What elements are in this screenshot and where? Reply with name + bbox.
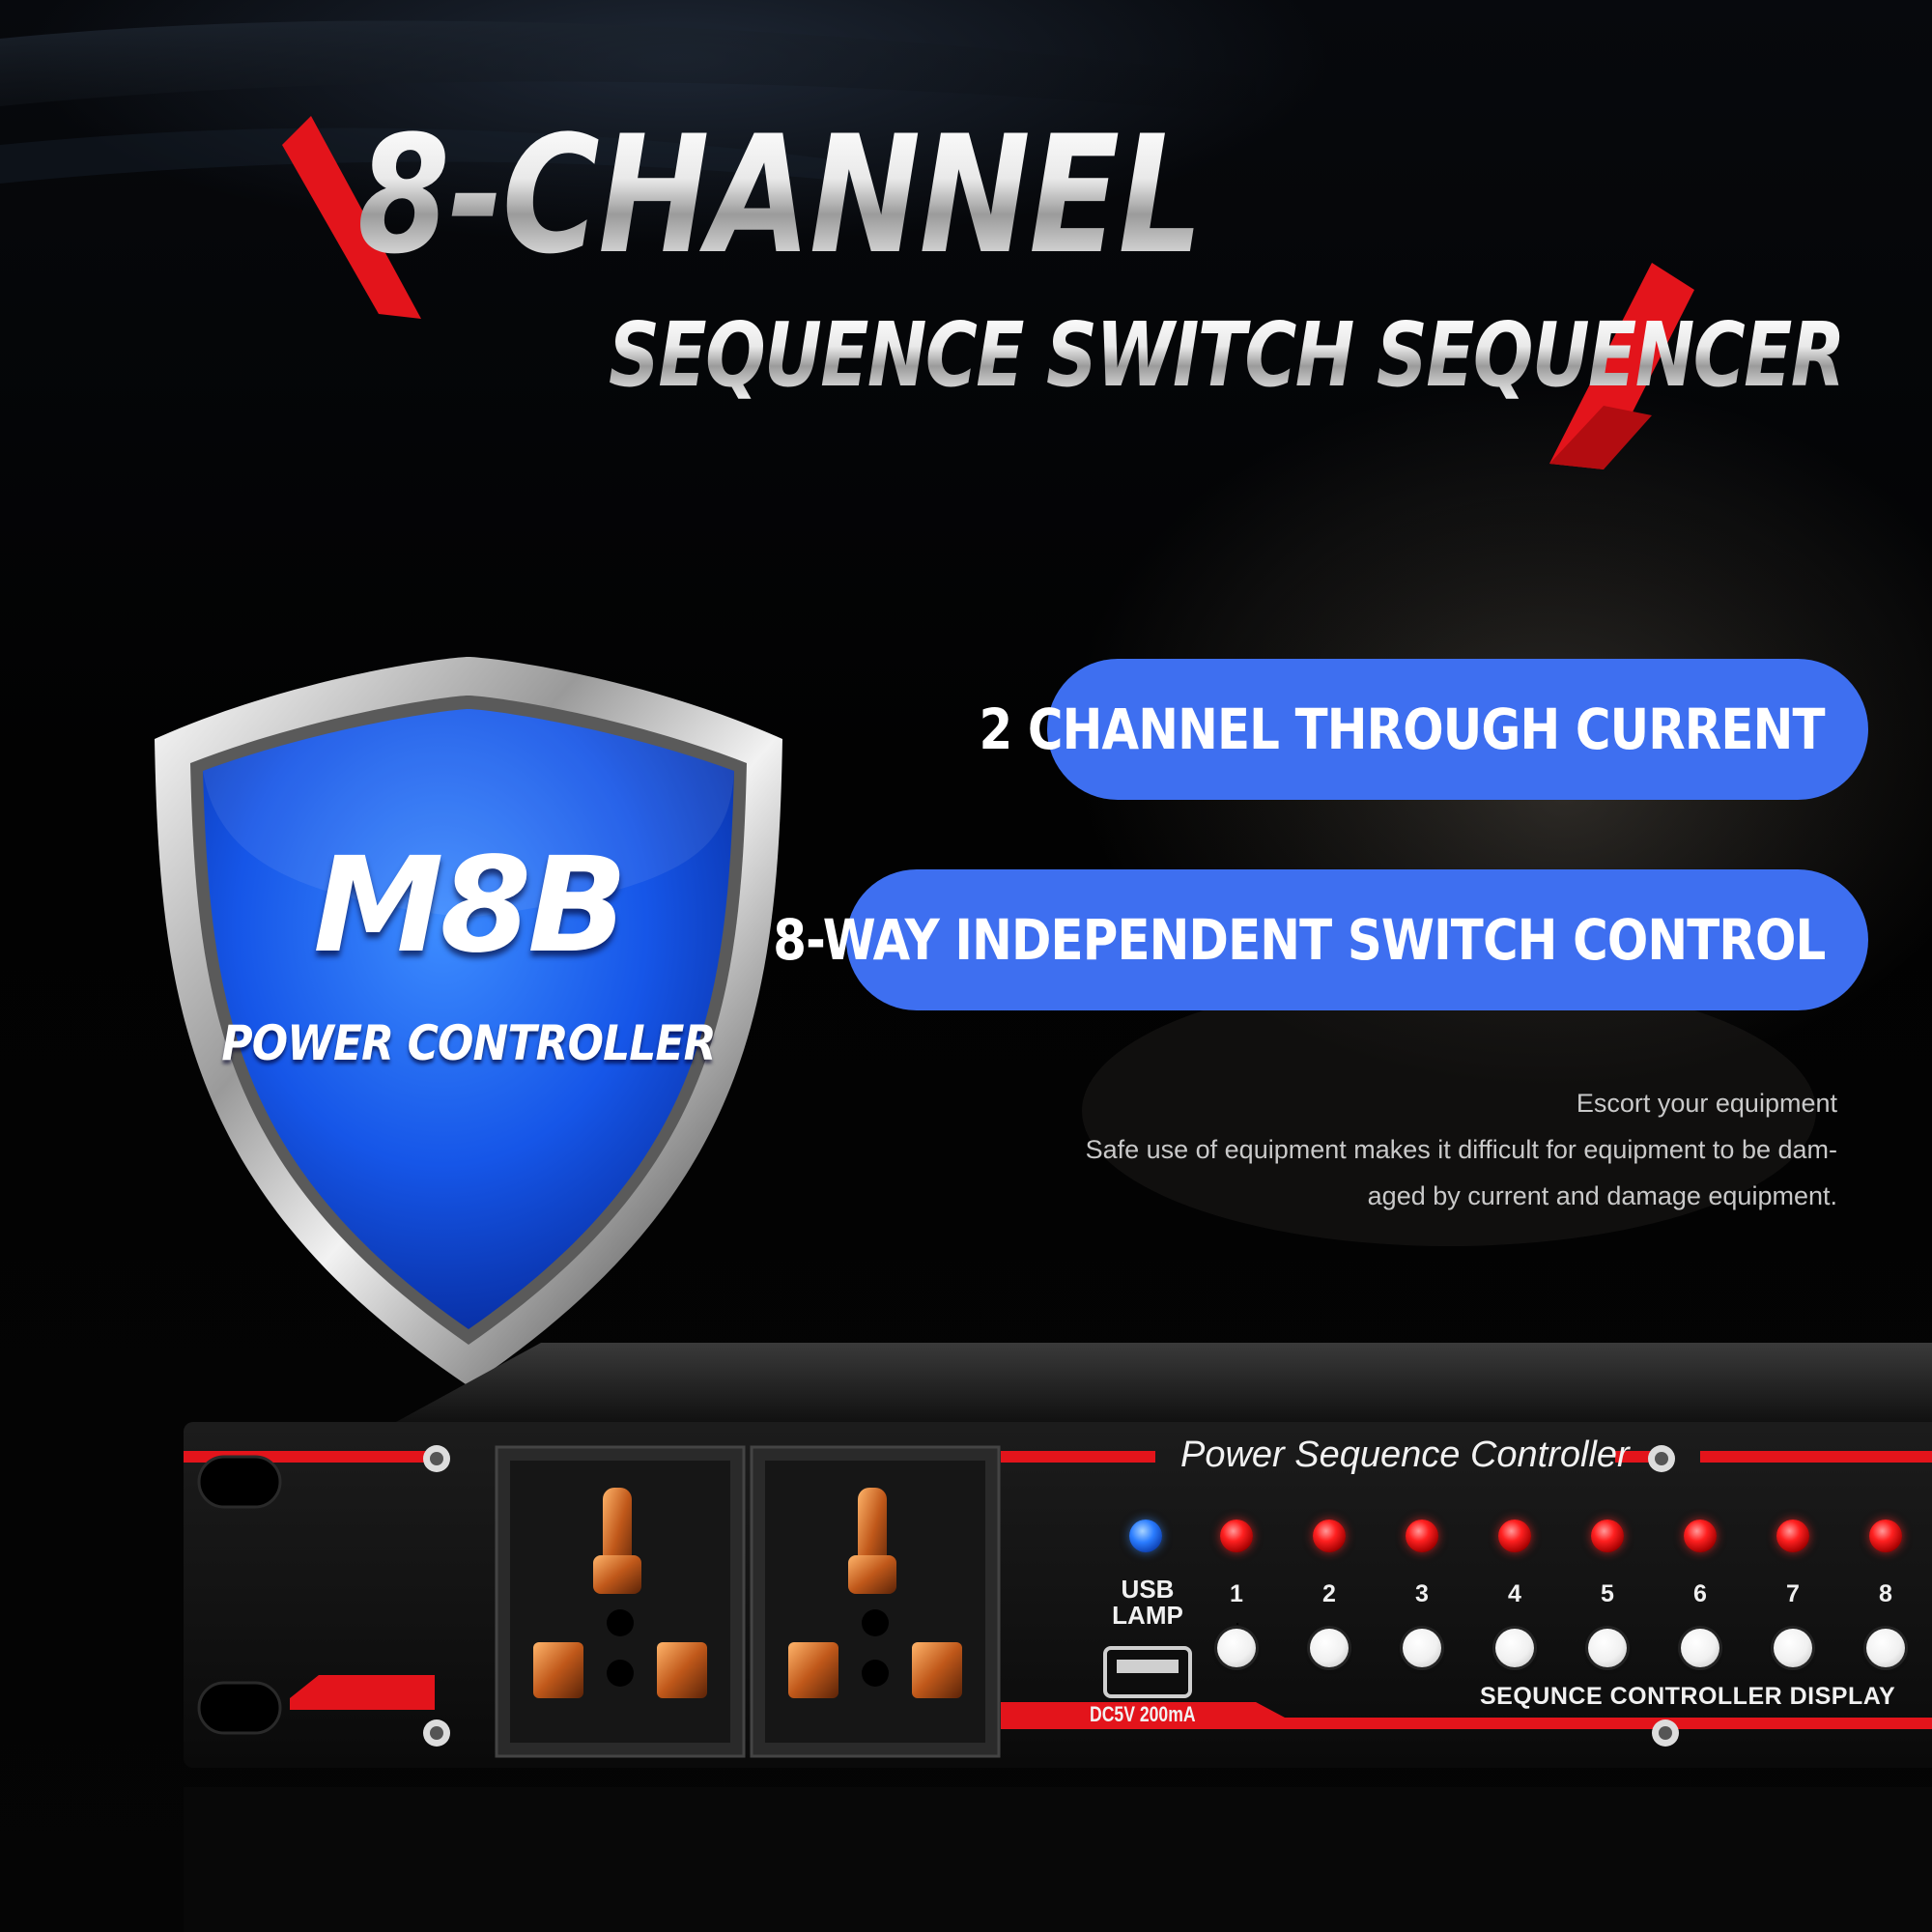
channel-8-label: 8: [1879, 1580, 1892, 1607]
badge-caption: POWER CONTROLLER: [221, 1015, 716, 1071]
usb-label-line: USB: [1121, 1575, 1175, 1604]
usb-rating: DC5V 200mA: [1090, 1702, 1196, 1726]
channel-5-label: 5: [1601, 1580, 1614, 1607]
feature-pill-switch-control: 8-WAY INDEPENDENT SWITCH CONTROL: [773, 869, 1868, 1010]
universal-outlet-icon: [495, 1445, 746, 1758]
feature-label: 2 CHANNEL THROUGH CURRENT: [979, 696, 1826, 762]
channel-6-led-icon: [1684, 1520, 1717, 1552]
description-line: Escort your equipment: [1576, 1089, 1837, 1118]
usb-lamp-label: USB LAMP: [1109, 1577, 1186, 1629]
channel-4-led-icon: [1498, 1520, 1531, 1552]
description-text: Escort your equipment Safe use of equipm…: [968, 1080, 1837, 1219]
shield-badge-icon: [155, 657, 782, 1386]
channel-2-button[interactable]: [1310, 1629, 1349, 1667]
channel-7-led-icon: [1776, 1520, 1809, 1552]
channel-7-button[interactable]: [1774, 1629, 1812, 1667]
usb-label-line: LAMP: [1112, 1601, 1183, 1630]
description-line: Safe use of equipment makes it difficult…: [1085, 1135, 1837, 1164]
channel-8-button[interactable]: [1866, 1629, 1905, 1667]
badge-model: M8B: [313, 830, 628, 982]
headline-title: 8-CHANNEL: [357, 100, 1203, 290]
panel-title: Power Sequence Controller: [1180, 1435, 1630, 1475]
rack-device: [184, 1343, 1932, 1932]
channel-4-label: 4: [1508, 1580, 1521, 1607]
headline-accent-slashes: [282, 116, 1694, 469]
channel-6-label: 6: [1693, 1580, 1707, 1607]
sequence-display-label: SEQUNCE CONTROLLER DISPLAY: [1480, 1683, 1896, 1710]
channel-3-led-icon: [1406, 1520, 1438, 1552]
universal-outlet-icon: [750, 1445, 1001, 1758]
channel-2-led-icon: [1313, 1520, 1346, 1552]
channel-1-button[interactable]: [1217, 1629, 1256, 1667]
channel-6-button[interactable]: [1681, 1629, 1719, 1667]
channel-1-led-icon: [1220, 1520, 1253, 1552]
channel-3-label: 3: [1415, 1580, 1429, 1607]
channel-5-led-icon: [1591, 1520, 1624, 1552]
headline-subtitle: SEQUENCE SWITCH SEQUENCER: [609, 303, 1845, 407]
description-line: aged by current and damage equipment.: [1367, 1181, 1837, 1210]
screw-icon: [423, 1445, 1679, 1747]
usb-lamp-led-icon: [1129, 1520, 1162, 1552]
channel-7-label: 7: [1786, 1580, 1800, 1607]
channel-1-label: 1: [1230, 1580, 1243, 1607]
feature-pill-through-current: 2 CHANNEL THROUGH CURRENT: [980, 659, 1868, 800]
channel-2-label: 2: [1322, 1580, 1336, 1607]
channel-4-button[interactable]: [1495, 1629, 1534, 1667]
feature-label: 8-WAY INDEPENDENT SWITCH CONTROL: [772, 907, 1826, 973]
channel-3-button[interactable]: [1403, 1629, 1441, 1667]
channel-5-button[interactable]: [1588, 1629, 1627, 1667]
channel-8-led-icon: [1869, 1520, 1902, 1552]
usb-port-icon: [1103, 1646, 1192, 1698]
